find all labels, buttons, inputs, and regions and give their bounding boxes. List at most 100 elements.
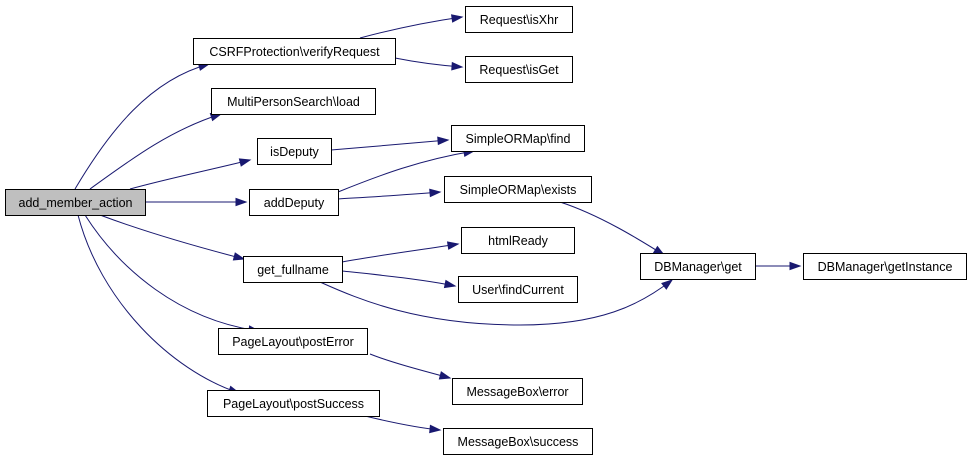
node-n10[interactable]: SimpleORMap\find <box>451 125 585 152</box>
edge-n0-n6 <box>84 214 261 334</box>
node-label: PageLayout\postSuccess <box>223 397 364 411</box>
edge-line <box>84 214 260 332</box>
edge-line <box>99 214 245 260</box>
edge-n14-n15 <box>755 261 802 271</box>
node-label: MultiPersonSearch\load <box>227 95 360 109</box>
node-n14[interactable]: DBManager\get <box>640 253 756 280</box>
edge-line <box>74 63 210 190</box>
node-label: SimpleORMap\exists <box>460 183 577 197</box>
node-label: htmlReady <box>488 234 548 248</box>
node-box <box>444 176 592 203</box>
node-label: addDeputy <box>264 196 325 210</box>
edge-line <box>337 191 441 200</box>
node-n12[interactable]: htmlReady <box>461 227 575 254</box>
edge-arrowhead <box>438 371 452 380</box>
edge-line <box>341 270 456 287</box>
edge-arrowhead <box>235 197 248 207</box>
node-label: CSRFProtection\verifyRequest <box>209 45 380 59</box>
node-n11[interactable]: SimpleORMap\exists <box>444 176 592 203</box>
edge-n1-n9 <box>394 57 464 71</box>
edge-arrowhead <box>789 261 802 271</box>
edge-line <box>369 353 451 379</box>
edge-line <box>341 243 459 263</box>
edge-n7-n17 <box>364 415 442 434</box>
node-n6[interactable]: PageLayout\postError <box>218 328 368 355</box>
edge-line <box>559 201 665 256</box>
edge-n5-n13 <box>341 270 457 289</box>
edge-arrowhead <box>446 241 460 250</box>
edge-line <box>330 139 449 151</box>
node-label: DBManager\getInstance <box>818 260 953 274</box>
edge-line <box>89 113 222 190</box>
node-label: PageLayout\postError <box>232 335 354 349</box>
node-box <box>218 328 368 355</box>
node-n4[interactable]: addDeputy <box>249 189 339 216</box>
node-label: Request\isGet <box>479 63 559 77</box>
edge-n5-n12 <box>341 241 460 263</box>
edge-arrowhead <box>451 61 464 71</box>
node-box <box>465 56 573 83</box>
node-label: get_fullname <box>257 263 329 277</box>
node-label: User\findCurrent <box>472 283 564 297</box>
edge-arrowhead <box>661 279 674 290</box>
node-label: Request\isXhr <box>480 13 559 27</box>
node-label: MessageBox\success <box>458 435 579 449</box>
node-box <box>461 227 575 254</box>
edge-n3-n10 <box>330 136 450 151</box>
node-n17[interactable]: MessageBox\success <box>443 428 593 455</box>
node-n16[interactable]: MessageBox\error <box>452 378 583 405</box>
node-label: MessageBox\error <box>466 385 568 399</box>
edge-line <box>337 150 475 193</box>
edge-arrowhead <box>429 424 442 434</box>
node-box <box>193 38 396 65</box>
edge-n0-n5 <box>99 214 246 261</box>
edge-arrowhead <box>443 279 457 289</box>
node-box <box>803 253 967 280</box>
node-n15[interactable]: DBManager\getInstance <box>803 253 967 280</box>
node-box <box>451 125 585 152</box>
node-n9[interactable]: Request\isGet <box>465 56 573 83</box>
node-label: add_member_action <box>19 196 133 210</box>
node-n13[interactable]: User\findCurrent <box>458 276 578 303</box>
node-box <box>249 189 339 216</box>
edge-line <box>319 279 673 326</box>
nodes-layer: add_member_action CSRFProtection\verifyRe… <box>5 6 967 455</box>
edge-arrowhead <box>232 252 246 261</box>
edge-n0-n4 <box>144 197 248 207</box>
edge-n11-n14 <box>559 201 666 256</box>
node-n7[interactable]: PageLayout\postSuccess <box>207 390 380 417</box>
edge-arrowhead <box>429 188 442 198</box>
edge-line <box>359 16 463 39</box>
node-n2[interactable]: MultiPersonSearch\load <box>211 88 376 115</box>
edge-n0-n2 <box>89 113 223 190</box>
node-n1[interactable]: CSRFProtection\verifyRequest <box>193 38 396 65</box>
node-n0[interactable]: add_member_action <box>5 189 146 216</box>
node-box <box>243 256 343 283</box>
edge-arrowhead <box>238 158 252 167</box>
edge-n1-n8 <box>359 14 464 39</box>
node-box <box>443 428 593 455</box>
node-n5[interactable]: get_fullname <box>243 256 343 283</box>
edge-n0-n3 <box>129 158 252 190</box>
edge-line <box>129 159 251 190</box>
node-label: SimpleORMap\find <box>466 132 571 146</box>
node-n8[interactable]: Request\isXhr <box>465 6 573 33</box>
edge-n5-n14 <box>319 279 674 326</box>
edge-arrowhead <box>450 14 464 23</box>
node-box <box>640 253 756 280</box>
node-label: DBManager\get <box>654 260 742 274</box>
node-box <box>207 390 380 417</box>
edge-line <box>364 415 441 431</box>
edge-n4-n11 <box>337 188 442 200</box>
edges-layer <box>74 14 802 434</box>
edge-line <box>77 214 240 394</box>
root-node-box <box>5 189 146 216</box>
node-box <box>452 378 583 405</box>
node-n3[interactable]: isDeputy <box>257 138 332 165</box>
node-box <box>211 88 376 115</box>
node-box <box>458 276 578 303</box>
node-box <box>257 138 332 165</box>
node-label: isDeputy <box>270 145 319 159</box>
edge-arrowhead <box>437 136 450 146</box>
node-box <box>465 6 573 33</box>
